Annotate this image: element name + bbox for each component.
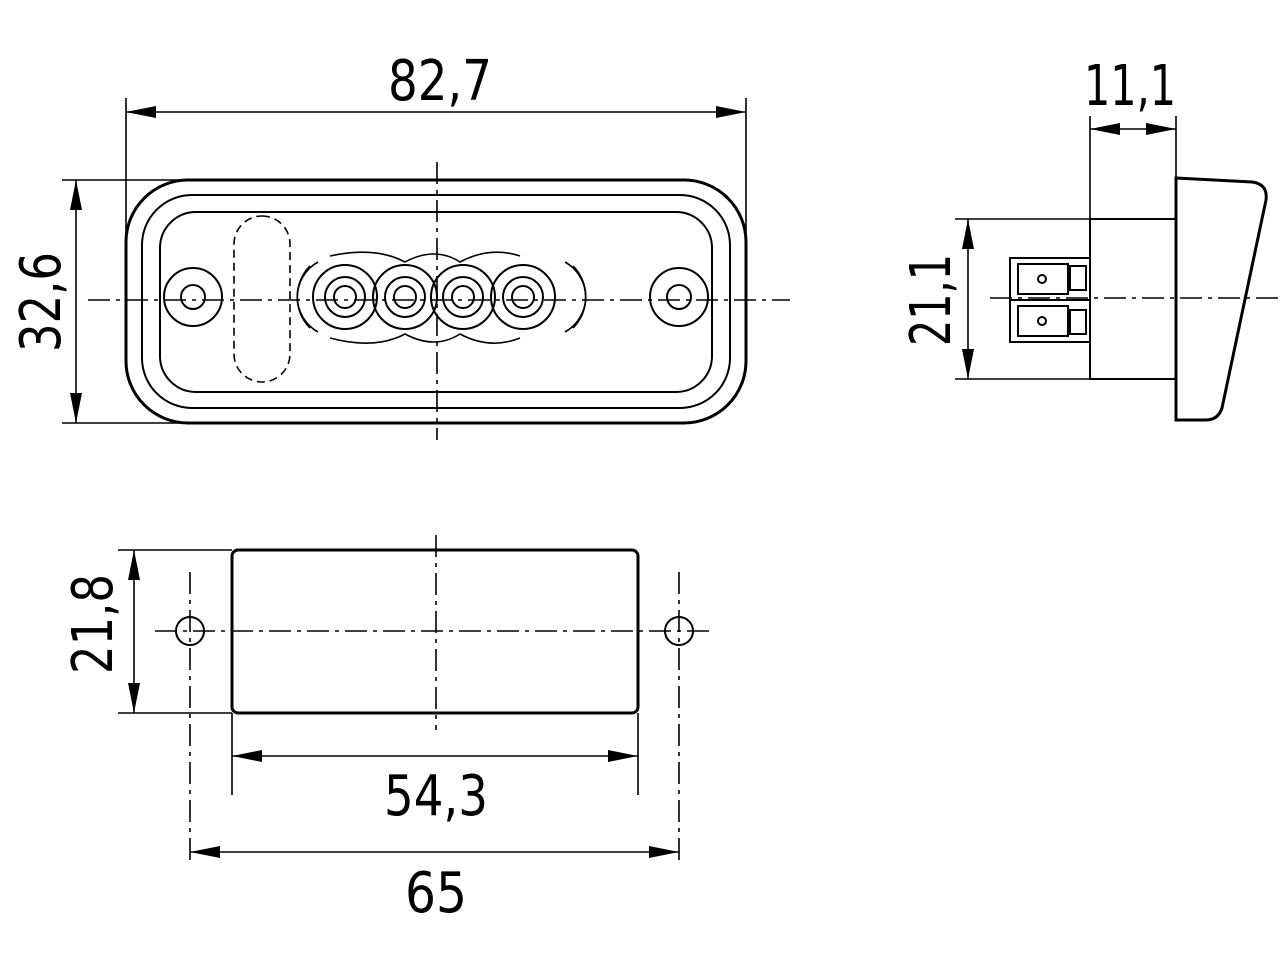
connector — [1009, 257, 1091, 343]
led-array — [296, 251, 587, 344]
dimension-overall-width — [125, 98, 747, 300]
dimension-cutout-height — [118, 549, 232, 714]
hidden-slot — [233, 215, 291, 383]
side-view: 11,1 21,1 — [899, 54, 1280, 422]
led-2 — [372, 264, 438, 330]
dimension-connector-height — [955, 218, 1090, 380]
dimension-label-overall-width: 82,7 — [388, 49, 492, 114]
dimension-label-cutout-width: 54,3 — [384, 764, 488, 829]
housing-outer — [124, 178, 748, 425]
dimension-label-cutout-height: 21,8 — [61, 574, 126, 674]
dimension-overall-height — [62, 179, 210, 424]
side-housing-profile — [1174, 176, 1268, 422]
dimension-label-hole-spacing: 65 — [405, 861, 467, 926]
led-1 — [312, 264, 378, 330]
dimension-depth — [1089, 116, 1177, 219]
dimension-label-overall-height: 32,6 — [9, 252, 74, 352]
mounting-cutout-view: 21,8 54,3 65 — [61, 535, 715, 926]
dimension-label-depth: 11,1 — [1084, 54, 1176, 119]
lens-outline — [159, 211, 713, 393]
mounting-hole-left — [163, 267, 223, 327]
led-3 — [430, 264, 496, 330]
dimension-cutout-width — [231, 713, 639, 795]
dimension-label-connector-height: 21,1 — [899, 254, 964, 346]
mounting-hole-right — [649, 267, 709, 327]
housing-inner-rim — [141, 194, 731, 409]
dimension-hole-spacing — [190, 846, 679, 858]
side-body — [1089, 218, 1177, 380]
led-4 — [490, 264, 556, 330]
front-view: 82,7 32,6 — [9, 49, 790, 440]
